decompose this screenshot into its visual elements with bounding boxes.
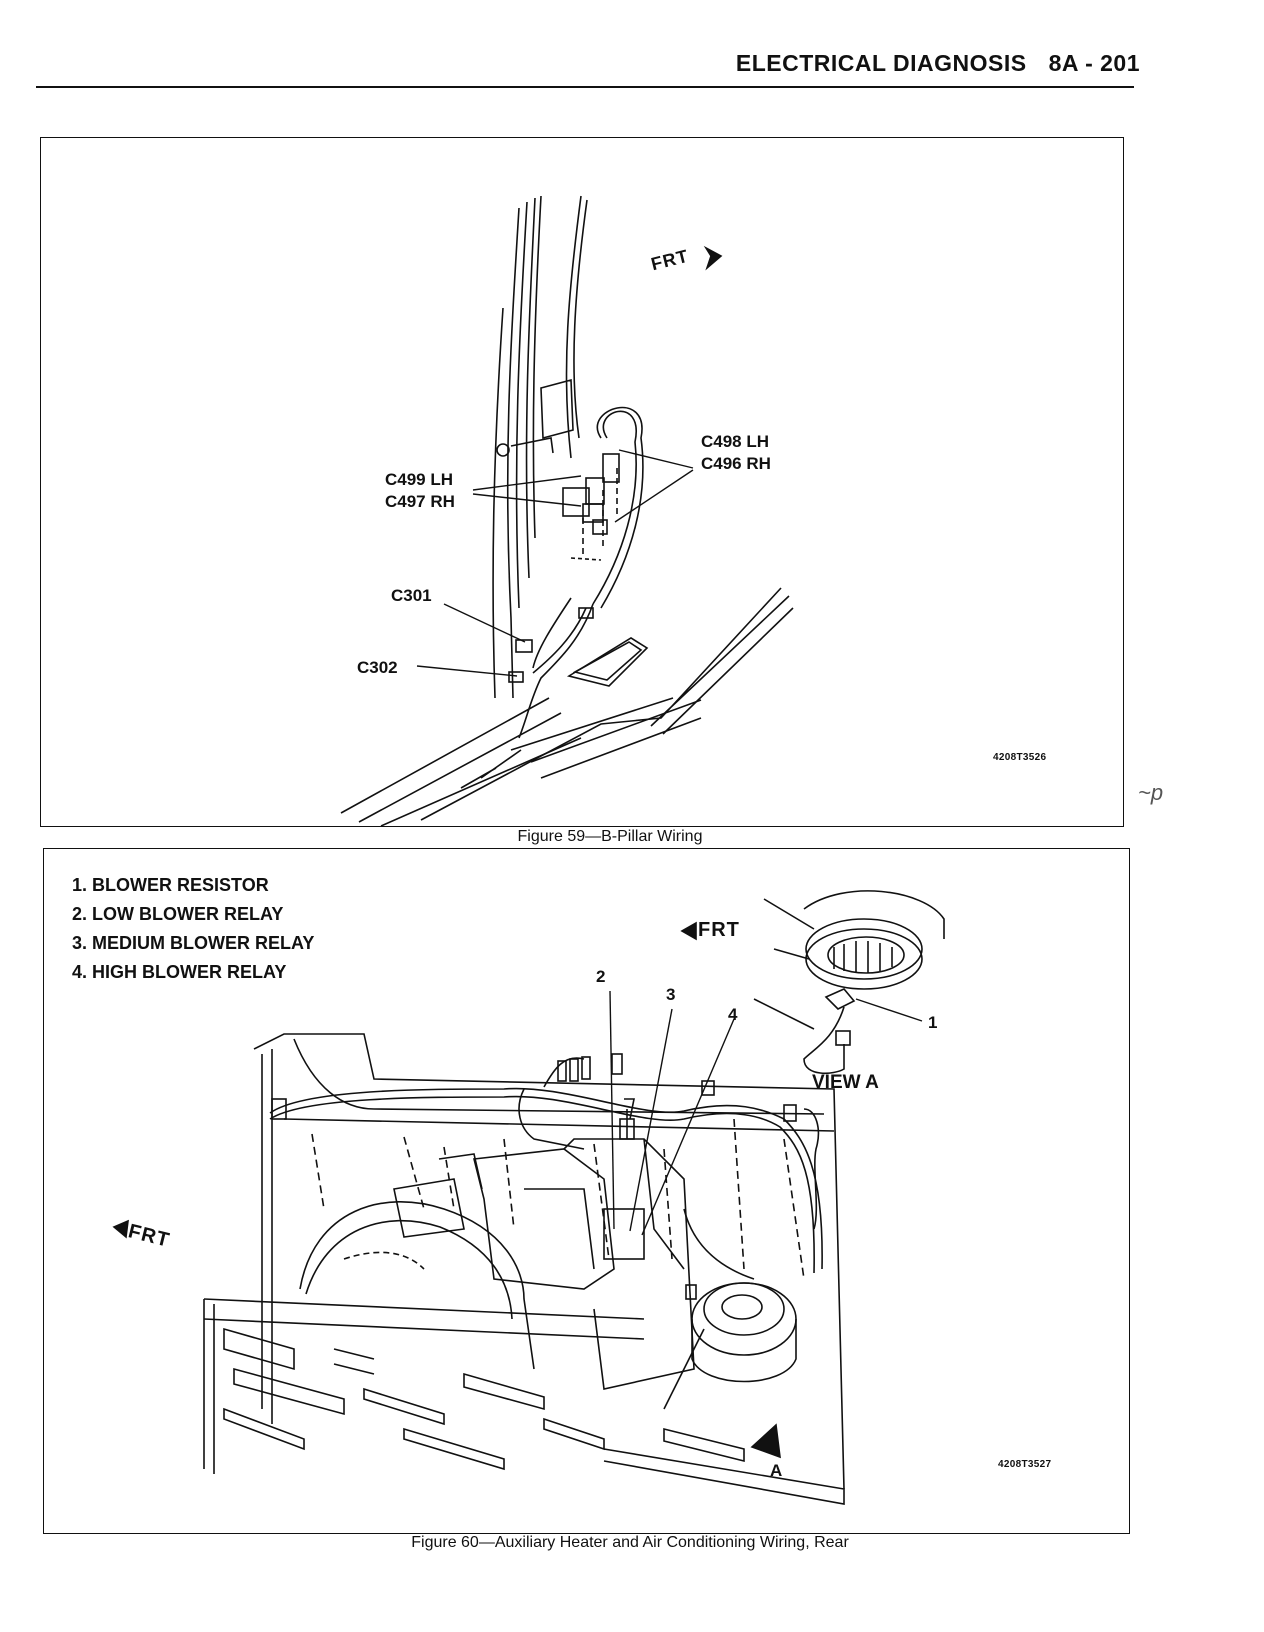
view-a-marker: A bbox=[770, 1461, 783, 1480]
page-header: ELECTRICAL DIAGNOSIS 8A - 201 bbox=[690, 50, 1140, 77]
b-pillar-illustration bbox=[340, 195, 794, 826]
label-c301: C301 bbox=[391, 586, 432, 605]
figure-60-caption: Figure 60—Auxiliary Heater and Air Condi… bbox=[411, 1534, 849, 1551]
figure-code: 4208T3526 bbox=[993, 752, 1047, 763]
header-rule bbox=[36, 86, 1134, 88]
section-title: ELECTRICAL DIAGNOSIS bbox=[735, 50, 1027, 76]
label-c496-rh: C496 RH bbox=[701, 454, 771, 473]
callout-2: 2 bbox=[596, 967, 606, 986]
figure-60-panel: 1. BLOWER RESISTOR 2. LOW BLOWER RELAY 3… bbox=[43, 848, 1130, 1534]
legend-item: 1. BLOWER RESISTOR bbox=[72, 875, 269, 895]
figure-59-panel: C499 LH C497 RH C498 LH C496 RH C301 C30… bbox=[40, 137, 1124, 827]
margin-mark: ~p bbox=[1138, 780, 1164, 805]
callout-4: 4 bbox=[728, 1005, 738, 1024]
component-legend: 1. BLOWER RESISTOR 2. LOW BLOWER RELAY 3… bbox=[72, 871, 314, 987]
figure-code: 4208T3527 bbox=[998, 1459, 1052, 1470]
frt-direction-label-top: FRT bbox=[698, 919, 740, 941]
legend-item: 4. HIGH BLOWER RELAY bbox=[72, 962, 287, 982]
figure-59-caption: Figure 59—B-Pillar Wiring bbox=[517, 828, 703, 845]
label-c302: C302 bbox=[357, 658, 398, 677]
aux-heater-illustration bbox=[112, 890, 945, 1505]
view-a-label: VIEW A bbox=[812, 1072, 879, 1093]
legend-item: 2. LOW BLOWER RELAY bbox=[72, 904, 284, 924]
page-number: 8A - 201 bbox=[1048, 50, 1140, 76]
label-c497-rh: C497 RH bbox=[385, 492, 455, 511]
label-c498-lh: C498 LH bbox=[701, 432, 770, 451]
callout-1: 1 bbox=[928, 1013, 938, 1032]
legend-item: 3. MEDIUM BLOWER RELAY bbox=[72, 933, 315, 953]
callout-3: 3 bbox=[666, 985, 676, 1004]
label-c499-lh: C499 LH bbox=[385, 470, 454, 489]
